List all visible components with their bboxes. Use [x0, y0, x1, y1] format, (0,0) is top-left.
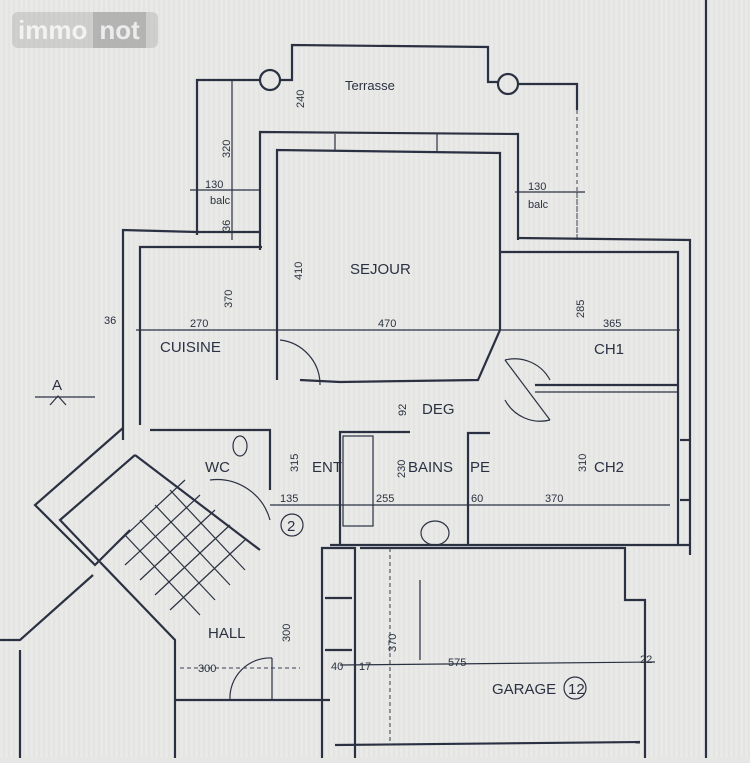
- dim-ent-depth: 315: [289, 454, 301, 472]
- dim-ch2-depth: 310: [577, 454, 589, 472]
- terrace-outline: [195, 43, 579, 240]
- dim-ch1-width: 365: [603, 318, 621, 330]
- stair-number: 2: [287, 518, 295, 535]
- dim-terrasse-side: 320: [221, 140, 233, 158]
- balc-left-width: 130: [205, 179, 223, 191]
- balc-right-width: 130: [528, 181, 546, 193]
- dim-wall-22: 22: [640, 654, 652, 666]
- door-swing-ch2: [504, 399, 551, 422]
- room-label-hall: HALL: [208, 625, 246, 642]
- garage-number-circle: [563, 676, 587, 700]
- dim-terrasse-depth: 240: [295, 90, 307, 108]
- room-label-ch2: CH2: [594, 459, 624, 476]
- garage-number: 12: [568, 681, 585, 698]
- dim-hall-width: 300: [198, 663, 216, 675]
- dim-ent-width: 135: [280, 493, 298, 505]
- room-label-deg: DEG: [422, 401, 455, 418]
- dim-wall-40: 40: [331, 661, 343, 673]
- dim-wall-left: 36: [104, 315, 116, 327]
- dim-pe-width: 60: [471, 493, 483, 505]
- dim-ch1-depth: 285: [575, 300, 587, 318]
- room-label-bains: BAINS: [408, 459, 453, 476]
- balc-left-label: balc: [210, 195, 231, 207]
- room-label-wc: WC: [205, 459, 230, 476]
- room-label-ch1: CH1: [594, 341, 624, 358]
- dim-ch2-width: 370: [545, 493, 563, 505]
- bathtub: [342, 435, 374, 527]
- stair-number-circle: [280, 513, 304, 537]
- dim-garage-width: 575: [448, 657, 466, 669]
- room-label-garage: GARAGE: [492, 681, 556, 698]
- watermark-part1: immo: [18, 14, 88, 45]
- dim-cuisine-depth: 370: [223, 290, 235, 308]
- dim-sejour-width: 470: [378, 318, 396, 330]
- dim-cuisine-width: 270: [190, 318, 208, 330]
- door-swing-hall: [229, 657, 273, 701]
- washbasin: [420, 520, 450, 546]
- bath-wc-walls: [150, 339, 450, 546]
- room-label-terrasse: Terrasse: [345, 78, 395, 93]
- exterior-walls: [121, 228, 692, 555]
- dim-garage-depth: 370: [387, 634, 399, 652]
- room-label-ent: ENT: [312, 459, 342, 476]
- watermark-part2: not: [93, 12, 146, 48]
- dim-bains-width: 255: [376, 493, 394, 505]
- immonot-watermark: immo not: [12, 12, 158, 48]
- hall-walls: [175, 657, 330, 702]
- column-left: [258, 68, 282, 92]
- column-right: [496, 72, 520, 96]
- toilet: [232, 435, 248, 457]
- dim-bains-depth: 230: [396, 460, 408, 478]
- door-swing-ch1: [504, 358, 551, 381]
- room-label-sejour: SEJOUR: [350, 261, 411, 278]
- dim-wall-17: 17: [359, 661, 371, 673]
- room-label-cuisine: CUISINE: [160, 339, 221, 356]
- balc-right-label: balc: [528, 199, 549, 211]
- sejour-walls: [258, 130, 680, 384]
- dim-balc-depth: 36: [221, 220, 233, 232]
- dim-hall-depth: 300: [281, 624, 293, 642]
- dim-sejour-depth: 410: [293, 262, 305, 280]
- garage-walls: [180, 546, 656, 758]
- room-label-pe: PE: [470, 459, 490, 476]
- bedroom-walls: [270, 358, 690, 547]
- staircase: [0, 427, 261, 758]
- section-mark: A: [52, 377, 62, 394]
- dim-deg-width: 92: [397, 404, 409, 416]
